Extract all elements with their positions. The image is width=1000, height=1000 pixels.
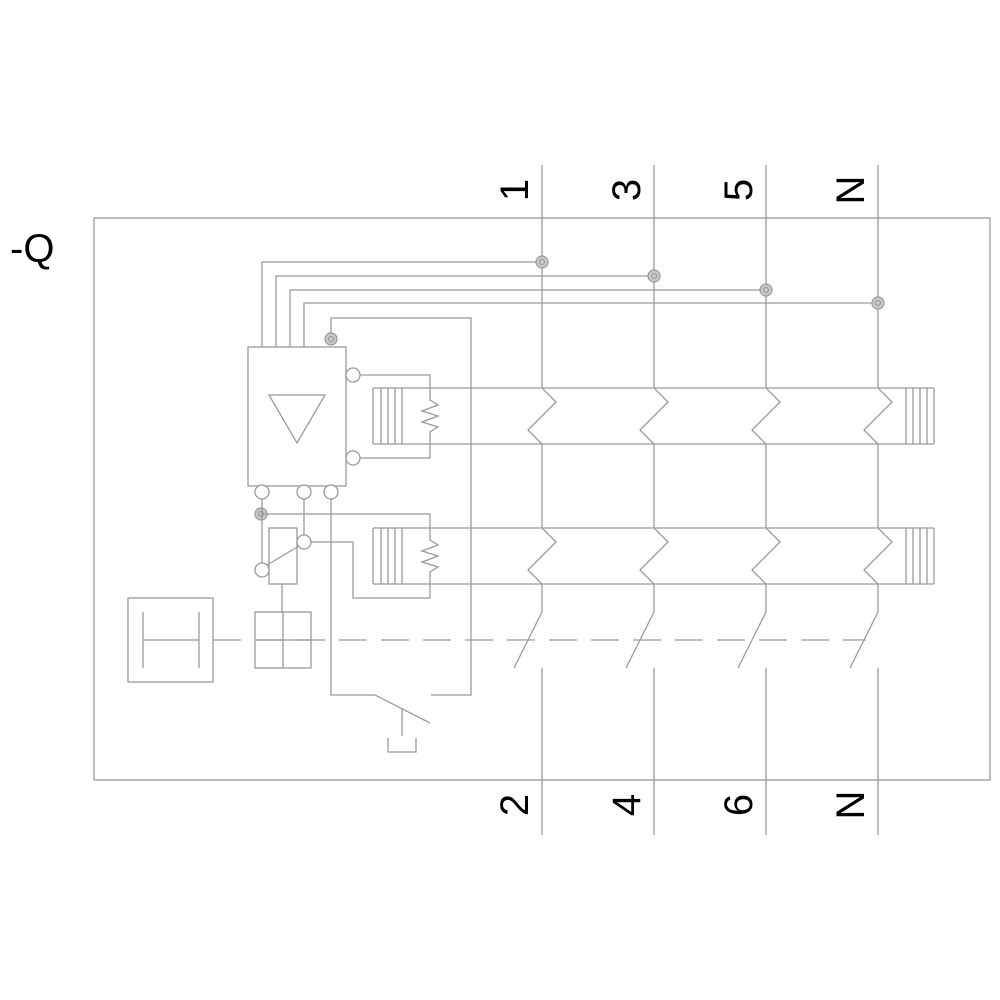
- terminal-dot-1: [647, 269, 661, 283]
- sense-wire-1: [275, 275, 654, 347]
- terminal-dot-1-ring: [651, 273, 657, 279]
- test-wire: [330, 317, 472, 696]
- terminal-dot-0: [535, 255, 549, 269]
- connector-circle: [254, 484, 270, 500]
- device-designation: -Q: [10, 227, 54, 271]
- test-button-icon: [387, 738, 417, 753]
- connector-circle: [345, 450, 361, 466]
- sense-wire-0: [261, 261, 542, 347]
- relay-coil: [268, 527, 298, 585]
- relay-switch: [266, 545, 300, 566]
- electronics-module: [247, 346, 347, 487]
- terminal-label-bottom-3: N: [829, 791, 873, 820]
- phase-conductor-3: [849, 165, 893, 669]
- resistor-winding-top: [360, 374, 441, 459]
- connector-circle: [323, 484, 339, 500]
- terminal-dot-3-ring: [875, 300, 881, 306]
- relay-contact: [254, 562, 270, 578]
- test-dot-ring: [328, 336, 334, 342]
- sense-wire-2: [289, 289, 766, 347]
- connector-circle: [345, 367, 361, 383]
- relay-contact: [296, 534, 312, 550]
- terminal-label-top-2: 5: [717, 179, 761, 201]
- terminal-dot-3: [871, 296, 885, 310]
- phase-conductor-0: [513, 165, 557, 669]
- terminal-label-bottom-0: 2: [493, 794, 537, 816]
- test-dot: [324, 332, 338, 346]
- resistor-winding-bottom: [261, 513, 441, 599]
- terminal-dot-2: [759, 283, 773, 297]
- terminal-label-top-3: N: [829, 176, 873, 205]
- sense-wire-3: [303, 302, 878, 347]
- terminal-label-top-0: 1: [493, 179, 537, 201]
- terminal-label-top-1: 3: [605, 179, 649, 201]
- connector-circle: [296, 484, 312, 500]
- terminal-dot-2-ring: [763, 287, 769, 293]
- phase-conductor-2: [737, 165, 781, 669]
- terminal-label-bottom-1: 4: [605, 794, 649, 816]
- amplifier-triangle-icon: [267, 394, 327, 445]
- phase-conductor-1: [625, 165, 669, 669]
- terminal-label-bottom-2: 6: [717, 794, 761, 816]
- terminal-dot-0-ring: [539, 259, 545, 265]
